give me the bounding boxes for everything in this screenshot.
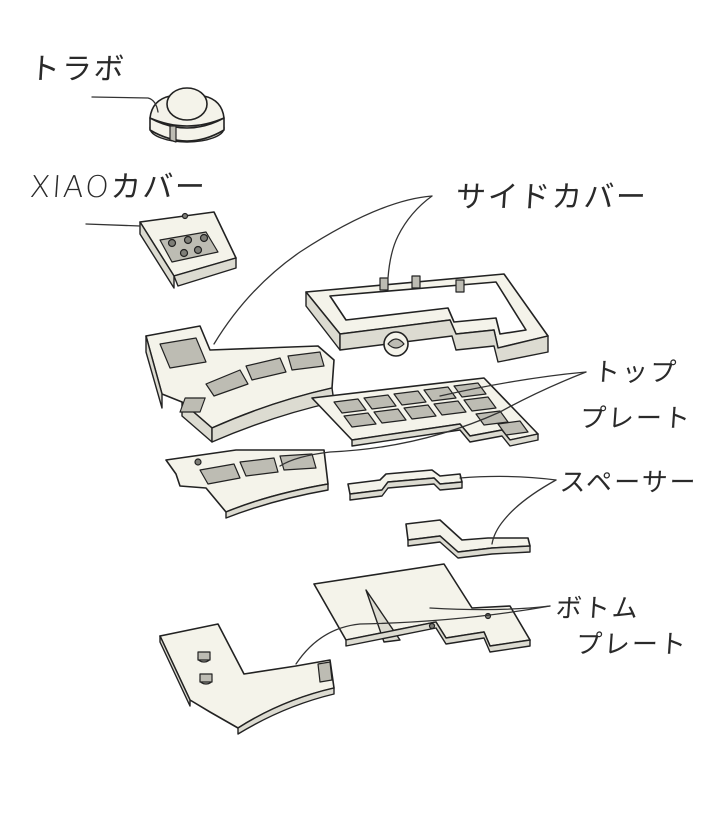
leader-side-cover-right xyxy=(387,195,433,279)
spacer-part-2 xyxy=(405,519,531,559)
leader-top-plate-left xyxy=(279,371,587,467)
leader-bottom-plate-left xyxy=(295,605,551,665)
leader-xiao-cover xyxy=(85,223,141,227)
top-plate-grid xyxy=(333,382,529,436)
xiao-cover-part xyxy=(139,211,237,289)
trackball-part xyxy=(149,87,225,143)
label-bottom-plate-line1: ボトム xyxy=(554,594,641,624)
leader-side-cover-left xyxy=(213,195,433,345)
top-plate-right-part xyxy=(179,377,539,447)
top-plate-left-part xyxy=(165,449,329,519)
bottom-plate-right-part xyxy=(313,563,531,653)
label-trackball: トラボ xyxy=(28,52,127,87)
label-spacer: スペーサー xyxy=(558,468,699,498)
leader-top-plate-right xyxy=(439,371,587,397)
right-side-cover-part xyxy=(305,273,549,363)
label-bottom-plate-line2: プレート xyxy=(574,630,689,660)
leader-spacer-1 xyxy=(459,475,557,481)
label-side-cover: サイドカバー xyxy=(454,180,649,215)
label-xiao-cover: XIAOカバー xyxy=(28,170,208,205)
left-side-cover-part xyxy=(145,325,335,443)
label-top-plate-line2: プレート xyxy=(578,404,693,434)
spacer-part-1 xyxy=(347,469,463,501)
label-top-plate-line1: トップ xyxy=(592,358,679,388)
leader-bottom-plate-right xyxy=(429,605,551,611)
leader-trackball xyxy=(91,96,159,113)
leader-spacer-2 xyxy=(491,479,557,545)
bottom-plate-left-part xyxy=(159,623,335,735)
